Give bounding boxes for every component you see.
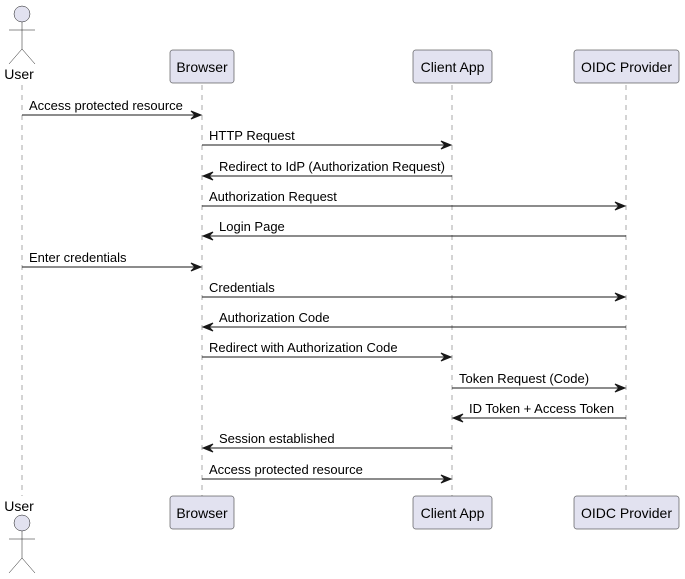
message-label: HTTP Request bbox=[209, 128, 295, 143]
arrowhead bbox=[614, 201, 627, 211]
actor-head bbox=[13, 5, 31, 23]
message-label: ID Token + Access Token bbox=[469, 401, 614, 416]
actor-label: User bbox=[4, 66, 34, 82]
message-9: Redirect with Authorization Code bbox=[202, 340, 453, 362]
arrowhead bbox=[190, 110, 203, 120]
lifelines bbox=[21, 85, 627, 496]
arrowhead bbox=[440, 140, 453, 150]
participant-oidc-top: OIDC Provider bbox=[573, 49, 680, 84]
arrowhead bbox=[201, 171, 214, 181]
participant-box bbox=[573, 495, 680, 530]
arrowhead bbox=[440, 474, 453, 484]
actor-label: User bbox=[4, 498, 34, 514]
message-11: ID Token + Access Token bbox=[451, 401, 626, 423]
arrowhead bbox=[440, 352, 453, 362]
message-7: Credentials bbox=[202, 280, 627, 302]
arrowhead bbox=[190, 262, 203, 272]
message-13: Access protected resource bbox=[202, 462, 453, 484]
participant-label: Client App bbox=[421, 505, 485, 521]
arrowhead bbox=[614, 383, 627, 393]
message-1: Access protected resource bbox=[22, 98, 203, 120]
participant-label: Client App bbox=[421, 59, 485, 75]
participant-box bbox=[573, 49, 680, 84]
participant-label: OIDC Provider bbox=[581, 505, 672, 521]
participant-oidc-bottom: OIDC Provider bbox=[573, 495, 680, 530]
actor-right-leg bbox=[21, 557, 36, 574]
arrowhead bbox=[201, 231, 214, 241]
message-10: Token Request (Code) bbox=[452, 371, 627, 393]
message-label: Redirect with Authorization Code bbox=[209, 340, 398, 355]
actor-head bbox=[13, 514, 31, 532]
participant-client-bottom: Client App bbox=[412, 495, 493, 530]
message-label: Credentials bbox=[209, 280, 275, 295]
message-2: HTTP Request bbox=[202, 128, 453, 150]
actor-left-leg bbox=[8, 48, 23, 65]
message-6: Enter credentials bbox=[22, 250, 203, 272]
participant-client-top: Client App bbox=[412, 49, 493, 84]
arrowhead bbox=[614, 292, 627, 302]
participant-box bbox=[412, 495, 493, 530]
message-label: Enter credentials bbox=[29, 250, 127, 265]
participant-box bbox=[169, 495, 235, 530]
participant-label: OIDC Provider bbox=[581, 59, 672, 75]
arrowhead bbox=[451, 413, 464, 423]
message-label: Login Page bbox=[219, 219, 285, 234]
participant-box bbox=[412, 49, 493, 84]
message-label: Authorization Code bbox=[219, 310, 330, 325]
message-5: Login Page bbox=[201, 219, 626, 241]
message-8: Authorization Code bbox=[201, 310, 626, 332]
message-label: Redirect to IdP (Authorization Request) bbox=[219, 159, 445, 174]
actor-bottom: User bbox=[4, 498, 36, 574]
message-label: Token Request (Code) bbox=[459, 371, 589, 386]
message-label: Session established bbox=[219, 431, 335, 446]
message-label: Access protected resource bbox=[29, 98, 183, 113]
participant-label: Browser bbox=[176, 505, 228, 521]
message-12: Session established bbox=[201, 431, 452, 453]
participant-browser-bottom: Browser bbox=[169, 495, 235, 530]
actor-right-leg bbox=[21, 48, 36, 65]
arrowhead bbox=[201, 443, 214, 453]
participant-label: Browser bbox=[176, 59, 228, 75]
participant-browser-top: Browser bbox=[169, 49, 235, 84]
message-label: Access protected resource bbox=[209, 462, 363, 477]
message-4: Authorization Request bbox=[202, 189, 627, 211]
message-label: Authorization Request bbox=[209, 189, 337, 204]
message-3: Redirect to IdP (Authorization Request) bbox=[201, 159, 452, 181]
arrowhead bbox=[201, 322, 214, 332]
participant-box bbox=[169, 49, 235, 84]
actor-top: User bbox=[4, 5, 36, 82]
actor-left-leg bbox=[8, 557, 23, 574]
